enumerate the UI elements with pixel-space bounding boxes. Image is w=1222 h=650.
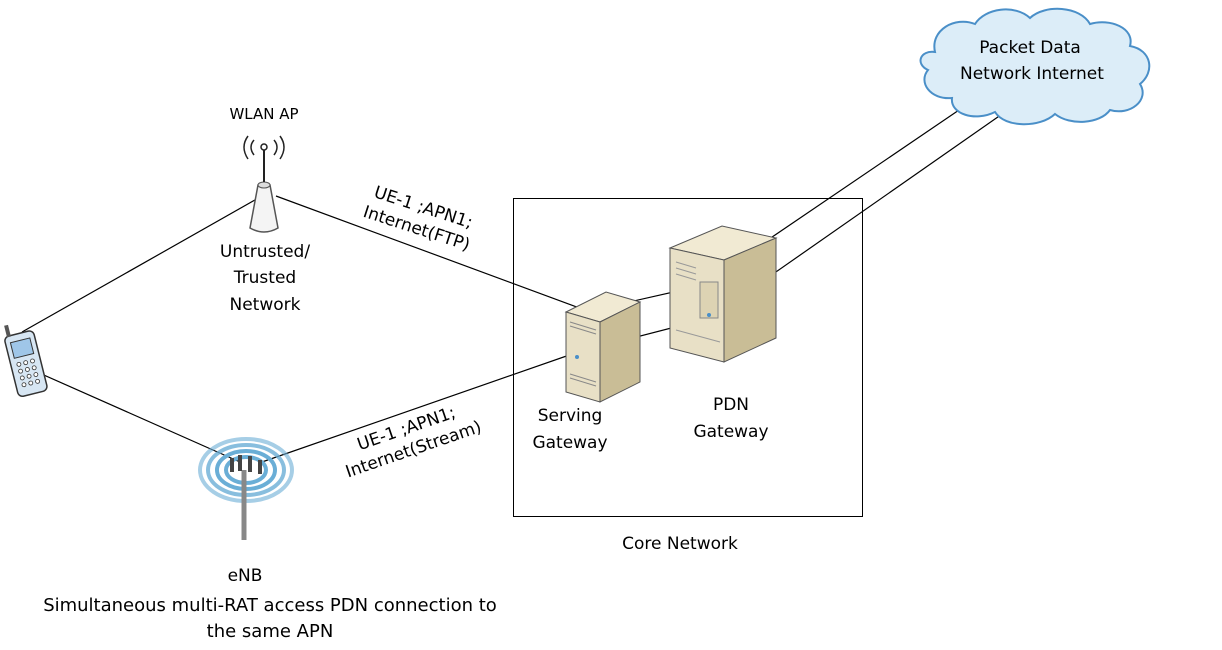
wlan-network-line1: Untrusted/ xyxy=(219,242,311,262)
wlan-network-line2: Trusted xyxy=(233,268,297,288)
wlan-network-line3: Network xyxy=(229,295,301,315)
core-network-label: Core Network xyxy=(622,534,738,554)
serving-gateway-server-icon xyxy=(564,291,642,403)
pdn-gateway-server-icon xyxy=(668,225,778,363)
cloud-label-line2: Network Internet xyxy=(960,64,1104,84)
link-ue-to-wlan xyxy=(21,195,263,333)
serving-gateway-label-line1: Serving xyxy=(537,406,603,426)
enb-label: eNB xyxy=(227,566,263,586)
cloud-label-line1: Packet Data xyxy=(979,38,1081,58)
wlan-ap-title: WLAN AP xyxy=(229,105,299,123)
caption-line2: the same APN xyxy=(206,621,334,642)
wlan-link-label: UE-1 ;APN1; Internet(FTP) xyxy=(361,182,475,255)
enb-link-label: UE-1 ;APN1; Internet(Stream) xyxy=(343,403,484,483)
pdn-gateway-label-line2: Gateway xyxy=(693,422,769,442)
serving-gateway-label-line2: Gateway xyxy=(532,433,608,453)
core-network-box xyxy=(513,198,863,517)
caption-line1: Simultaneous multi-RAT access PDN connec… xyxy=(43,595,497,616)
link-ue-to-enb xyxy=(27,367,241,463)
mobile-phone-icon xyxy=(4,324,48,398)
pdn-gateway-label-line1: PDN xyxy=(712,395,750,415)
wlan-ap-icon xyxy=(243,135,285,233)
internet-cloud-icon xyxy=(919,7,1151,126)
enb-tower-icon xyxy=(198,437,294,540)
